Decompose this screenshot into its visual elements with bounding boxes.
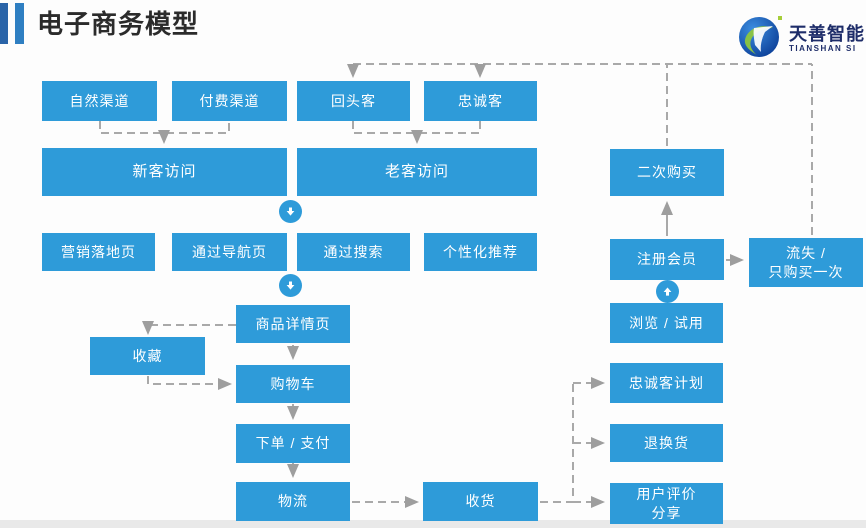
node-returning[interactable]: 回头客 (297, 81, 410, 121)
node-newVisit[interactable]: 新客访问 (42, 148, 287, 196)
logo-subtitle-text: TIANSHAN SI (789, 43, 857, 53)
connector-bracket-newvisit (99, 121, 230, 134)
logo-name-text: 天善智能 (789, 23, 865, 44)
node-nav[interactable]: 通过导航页 (172, 233, 287, 271)
node-label: 只购买一次 (768, 263, 844, 280)
node-churn[interactable]: 流失 / 只购买一次 (749, 238, 863, 287)
node-search[interactable]: 通过搜索 (297, 233, 410, 271)
tianshan-logo: 天善智能 TIANSHAN SI (737, 13, 866, 63)
logo-wordmark: 天善智能 TIANSHAN SI (789, 24, 865, 53)
connector-detail-favorite (142, 321, 236, 335)
node-receive[interactable]: 收货 (423, 482, 538, 521)
flow-arrow-down-icon (279, 274, 302, 297)
node-detail[interactable]: 商品详情页 (236, 305, 350, 343)
node-oldVisit[interactable]: 老客访问 (297, 148, 537, 196)
node-loyal[interactable]: 忠诚客 (424, 81, 537, 121)
flow-arrow-down-icon (279, 200, 302, 223)
node-orderPay[interactable]: 下单 / 支付 (236, 424, 350, 463)
node-label: 用户评价 (636, 485, 697, 502)
connector-receive-branch-spine (540, 383, 574, 503)
node-favorite[interactable]: 收藏 (90, 337, 205, 375)
node-natural[interactable]: 自然渠道 (42, 81, 157, 121)
title-accent-bar-dark (0, 3, 8, 44)
globe-logo-icon (737, 13, 783, 63)
node-loyaltyPlan[interactable]: 忠诚客计划 (610, 363, 723, 403)
node-secondPurchase[interactable]: 二次购买 (610, 149, 724, 196)
node-reco[interactable]: 个性化推荐 (424, 233, 537, 271)
node-review[interactable]: 用户评价分享 (610, 483, 723, 524)
node-logistics[interactable]: 物流 (236, 482, 350, 521)
node-browse[interactable]: 浏览 / 试用 (610, 303, 723, 343)
connector-favorite-cart (147, 376, 232, 390)
flow-arrow-up-icon (656, 280, 679, 303)
node-landing[interactable]: 营销落地页 (42, 233, 155, 271)
node-label: 分享 (651, 504, 682, 521)
title-accent-bar-light (15, 3, 24, 44)
connector-bracket-oldvisit (352, 121, 481, 134)
bottom-edge-strip (0, 520, 866, 528)
node-register[interactable]: 注册会员 (610, 239, 724, 280)
node-returns[interactable]: 退换货 (610, 424, 723, 462)
page-title: 电子商务模型 (37, 9, 200, 39)
node-label: 流失 / (786, 244, 826, 261)
node-cart[interactable]: 购物车 (236, 365, 350, 403)
node-paid[interactable]: 付费渠道 (172, 81, 287, 121)
